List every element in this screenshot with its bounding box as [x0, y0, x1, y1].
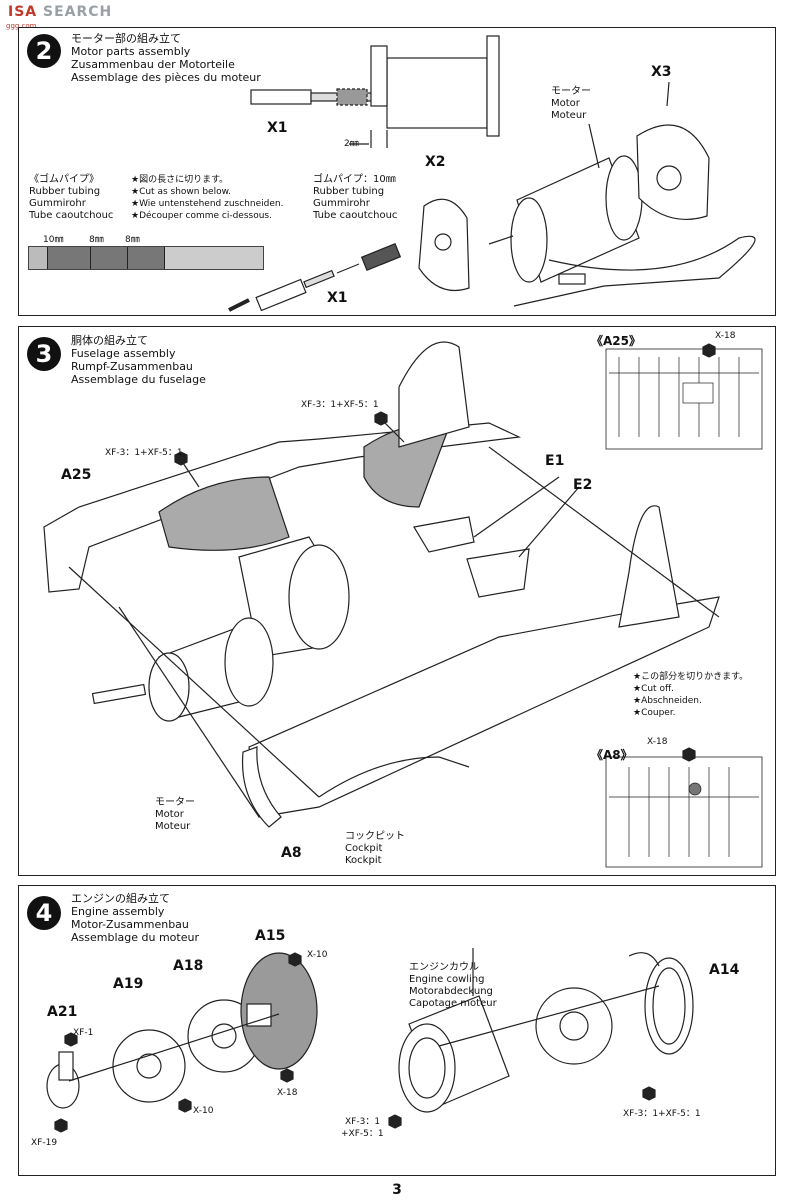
- tubing-en: Rubber tubing: [29, 186, 101, 197]
- cowling-fr: Capotage moteur: [409, 998, 497, 1009]
- step-4-title-en: Engine assembly: [71, 905, 165, 918]
- step-4-titles: エンジンの組み立て Engine assembly Motor-Zusammen…: [71, 892, 199, 944]
- step-2-title-en: Motor parts assembly: [71, 45, 191, 58]
- dim-10mm: 10㎜: [43, 235, 64, 245]
- part-a15: A15: [255, 928, 286, 944]
- part-x2: X2: [425, 154, 446, 170]
- motor-jp-3: モーター: [155, 797, 195, 808]
- paint-x10-b: X-10: [193, 1106, 214, 1116]
- paint-mix-cowl-1: XF-3：1: [345, 1117, 381, 1127]
- motor-label-jp: モーター: [551, 86, 591, 97]
- part-e2: E2: [573, 477, 593, 493]
- cut-off-jp: ★この部分を切りかきます。: [633, 672, 749, 682]
- step-4-number: 4: [27, 896, 61, 930]
- step-2-number: 2: [27, 34, 61, 68]
- cowling-de: Motorabdeckung: [409, 986, 493, 997]
- step-3-number: 3: [27, 337, 61, 371]
- watermark-sub: ggg.com: [6, 22, 37, 30]
- motor-assembly-drawing: [228, 35, 756, 312]
- step-4-title-fr: Assemblage du moteur: [71, 931, 199, 944]
- dim-2mm: 2㎜: [344, 139, 359, 149]
- motor-label-fr: Moteur: [551, 110, 587, 121]
- step-4-title-de: Motor-Zusammenbau: [71, 918, 189, 931]
- cut-note-fr: ★Découper comme ci-dessous.: [131, 211, 272, 221]
- inset-a25-paint: X-18: [715, 331, 736, 341]
- part-x1-top: X1: [267, 120, 288, 136]
- tubing-scrap-right: [164, 247, 263, 269]
- tubing-segment-8mm-b: [127, 247, 164, 269]
- cockpit-de: Kockpit: [345, 855, 382, 866]
- cowling-en: Engine cowling: [409, 974, 485, 985]
- part-a19: A19: [113, 976, 144, 992]
- inset-a25-title: 《A25》: [591, 334, 641, 348]
- tubing-title: 《ゴムパイプ》: [29, 174, 99, 185]
- fuselage-assembly-drawing: [43, 341, 763, 868]
- step-2-title-jp: モーター部の組み立て: [71, 32, 181, 45]
- tubing-segment-10mm: [47, 247, 90, 269]
- step-3-title-jp: 胴体の組み立て: [71, 334, 148, 347]
- part-a18: A18: [173, 958, 204, 974]
- step-3-title-de: Rumpf-Zusammenbau: [71, 360, 193, 373]
- step-4-panel: 4 エンジンの組み立て Engine assembly Motor-Zusamm…: [18, 885, 776, 1176]
- paint-x18: X-18: [277, 1088, 298, 1098]
- part-a21: A21: [47, 1004, 78, 1020]
- dim-8mm-b: 8㎜: [125, 235, 140, 245]
- paint-xf1: XF-1: [73, 1028, 94, 1038]
- watermark-search: SEARCH: [43, 4, 113, 20]
- motor-en-3: Motor: [155, 809, 184, 820]
- part-a14: A14: [709, 962, 740, 978]
- motor-label-en: Motor: [551, 98, 580, 109]
- step-4-title-jp: エンジンの組み立て: [71, 892, 170, 905]
- tubing-segment-8mm-a: [90, 247, 127, 269]
- cowling-jp: エンジンカウル: [409, 962, 479, 973]
- cockpit-jp: コックピット: [345, 831, 405, 842]
- motor-fr-3: Moteur: [155, 821, 191, 832]
- tubing-de: Gummirohr: [29, 198, 86, 209]
- tube-label-jp: ゴムパイプ：10㎜: [313, 174, 396, 185]
- paint-x10-a: X-10: [307, 950, 328, 960]
- page-number: 3: [392, 1182, 402, 1198]
- inset-a8-title: 《A8》: [591, 748, 633, 762]
- step-3-title-en: Fuselage assembly: [71, 347, 176, 360]
- tube-label-de: Gummirohr: [313, 198, 370, 209]
- inset-a8-paint: X-18: [647, 737, 668, 747]
- cut-off-fr: ★Couper.: [633, 708, 676, 718]
- part-x1-bottom: X1: [327, 290, 348, 306]
- tube-label-fr: Tube caoutchouc: [313, 210, 398, 221]
- cut-note-de: ★Wie untenstehend zuschneiden.: [131, 199, 284, 209]
- part-a25: A25: [61, 467, 92, 483]
- paint-mix-cowl-2: +XF-5：1: [341, 1129, 384, 1139]
- step-3-titles: 胴体の組み立て Fuselage assembly Rumpf-Zusammen…: [71, 334, 206, 386]
- cockpit-en: Cockpit: [345, 843, 383, 854]
- tubing-cut-guide: [28, 246, 264, 270]
- paint-mix-tail: XF-3：1+XF-5：1: [301, 400, 379, 410]
- cut-off-en: ★Cut off.: [633, 684, 675, 694]
- engine-assembly-drawing: [46, 948, 694, 1133]
- tubing-fr: Tube caoutchouc: [29, 210, 114, 221]
- part-a8: A8: [281, 845, 302, 861]
- tube-label-en: Rubber tubing: [313, 186, 385, 197]
- tubing-scrap-left: [29, 247, 47, 269]
- part-x3: X3: [651, 64, 672, 80]
- step-3-panel: 3 胴体の組み立て Fuselage assembly Rumpf-Zusamm…: [18, 326, 776, 876]
- step-2-titles: モーター部の組み立て Motor parts assembly Zusammen…: [71, 32, 261, 84]
- step-3-title-fr: Assemblage du fuselage: [71, 373, 206, 386]
- paint-mix-interior: XF-3：1+XF-5：1: [105, 448, 183, 458]
- step-2-title-de: Zusammenbau der Motorteile: [71, 58, 235, 71]
- cut-off-de: ★Abschneiden.: [633, 696, 702, 706]
- step-2-panel: 2 モーター部の組み立て Motor parts assembly Zusamm…: [18, 27, 776, 316]
- watermark-brand: ISA: [8, 4, 38, 20]
- paint-xf19: XF-19: [31, 1138, 58, 1148]
- dim-8mm-a: 8㎜: [89, 235, 104, 245]
- step-2-title-fr: Assemblage des pièces du moteur: [71, 71, 261, 84]
- paint-mix-ring: XF-3：1+XF-5：1: [623, 1109, 701, 1119]
- cut-note-jp: ★図の長さに切ります。: [131, 175, 229, 185]
- part-e1: E1: [545, 453, 565, 469]
- cut-note-en: ★Cut as shown below.: [131, 187, 231, 197]
